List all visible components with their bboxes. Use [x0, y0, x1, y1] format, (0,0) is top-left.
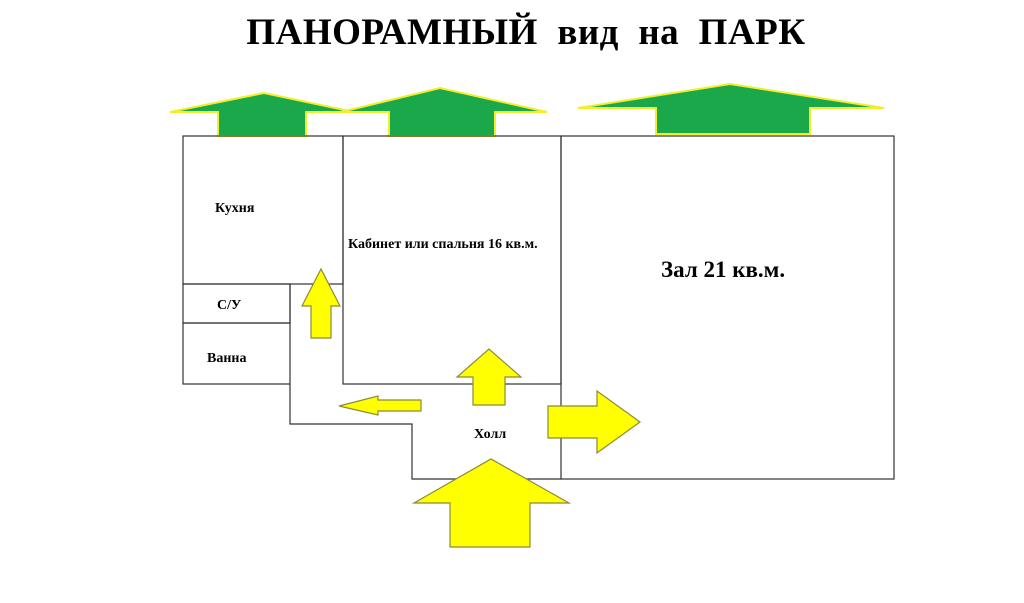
main-hall-label: Зал 21 кв.м. — [661, 257, 785, 282]
arrow-up-icon — [455, 348, 523, 406]
arrow-left-icon — [338, 395, 422, 416]
arrow-up-icon — [411, 458, 572, 548]
arrow-up-icon — [340, 86, 548, 137]
arrow-up-icon — [169, 91, 355, 137]
arrow-up-icon — [301, 267, 341, 339]
wc-label: С/У — [217, 298, 241, 313]
bath-room — [182, 322, 291, 385]
arrow-up-icon — [577, 82, 885, 135]
study-room — [342, 135, 562, 385]
main-hall-room — [560, 135, 895, 480]
path-arrows — [301, 267, 642, 548]
arrow-right-icon — [547, 389, 642, 455]
foyer-outline — [289, 384, 561, 480]
bath-label: Ванна — [207, 351, 246, 366]
floor-plan-walls — [182, 135, 895, 480]
diagram-title: ПАНОРАМНЫЙ вид на ПАРК — [246, 11, 805, 53]
study-label: Кабинет или спальня 16 кв.м. — [348, 237, 538, 252]
foyer-label: Холл — [474, 427, 506, 442]
kitchen-label: Кухня — [215, 201, 255, 216]
park-view-arrows — [169, 82, 885, 137]
kitchen-room — [182, 135, 344, 285]
